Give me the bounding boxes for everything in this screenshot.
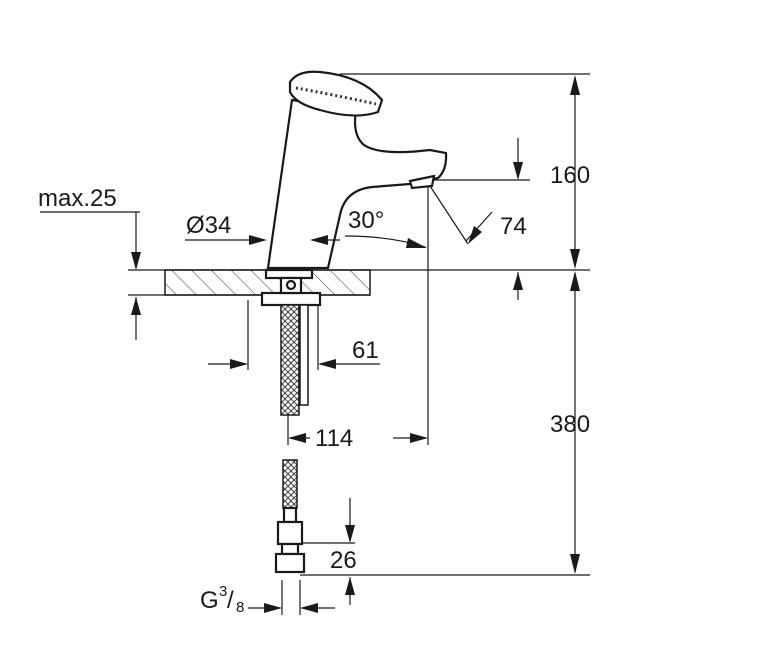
hose-connector [274,506,306,574]
dimension-arrows [40,75,580,613]
mounting-bracket [260,268,322,307]
dim-thread: G 3 / 8 [200,583,244,616]
faucet-body [266,98,448,270]
dim-angle: 30° [348,207,384,234]
dim-max-depth: max.25 [38,185,117,212]
dim-shank: 61 [352,337,379,364]
dim-thread-numerator: 3 [219,583,227,600]
dim-diameter: Ø34 [186,212,231,239]
dim-height-top: 160 [550,162,590,189]
dim-thread-base: G [200,587,219,614]
supply-hoses [280,304,309,509]
dim-thread-denominator: 8 [236,599,244,616]
faucet-push-button [288,70,384,117]
reference-lines [128,73,590,615]
dim-spout-depth: 74 [500,213,527,240]
dim-height-bottom: 380 [550,411,590,438]
dim-reach: 114 [315,425,353,452]
dim-connector-length: 26 [330,547,357,574]
dim-thread-slash: / [227,587,234,614]
